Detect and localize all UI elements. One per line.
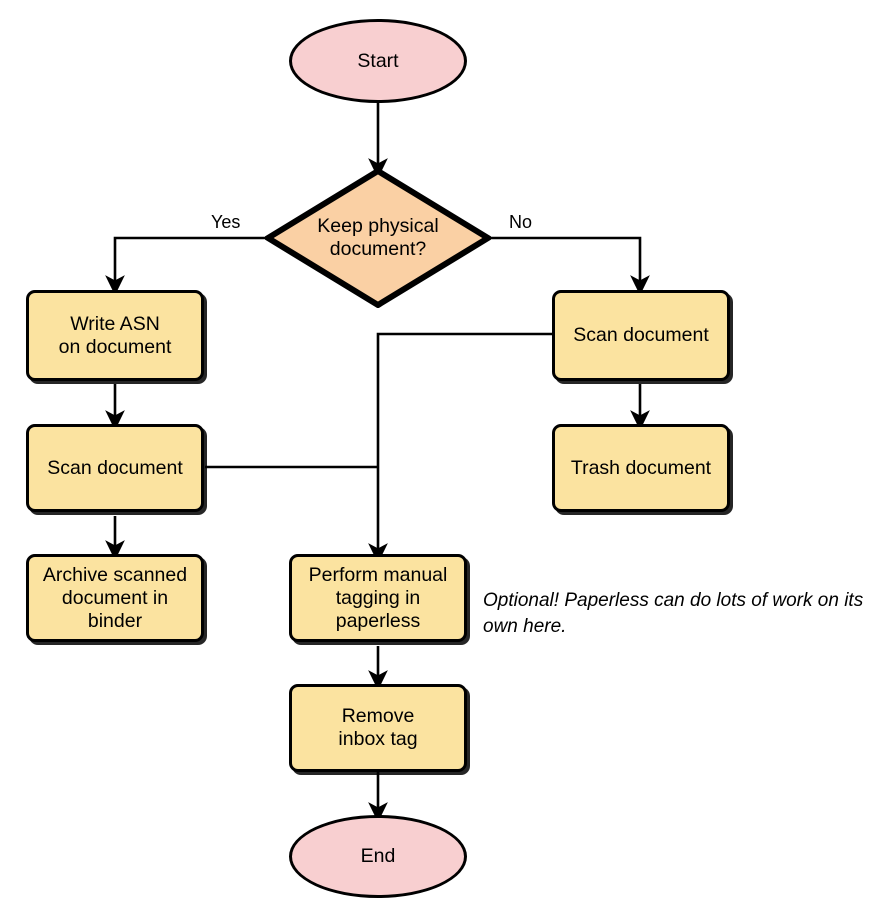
node-scan-document-right-label: Scan document <box>573 324 709 346</box>
edge-decision-to-scan-right <box>491 236 650 296</box>
node-scan-document-left-label: Scan document <box>47 456 183 479</box>
diamond-shape <box>265 168 491 308</box>
node-keep-physical-document-label: Keep physical document? <box>317 215 439 260</box>
node-archive-scanned-document-label: Archive scanned document in binder <box>42 563 188 632</box>
node-trash-document-label: Trash document <box>570 456 712 479</box>
edge-label-no: No <box>509 212 533 232</box>
node-remove-inbox-tag-label: Remove inbox tag <box>338 705 418 750</box>
node-start-label: Start <box>357 49 399 72</box>
node-write-asn-on-document[interactable]: Write ASN on document <box>26 290 204 381</box>
node-write-asn-on-document-label: Write ASN on document <box>58 312 172 358</box>
node-perform-manual-tagging-label: Perform manual tagging in paperless <box>308 563 448 632</box>
edge-decision-to-write-asn <box>105 236 265 296</box>
node-end-label: End <box>360 845 396 867</box>
node-archive-scanned-document[interactable]: Archive scanned document in binder <box>26 554 204 642</box>
node-perform-manual-tagging[interactable]: Perform manual tagging in paperless <box>289 554 467 642</box>
node-scan-document-left[interactable]: Scan document <box>26 424 204 512</box>
node-end[interactable]: End <box>289 815 467 898</box>
edge-label-yes: Yes <box>211 212 241 232</box>
edge-scan-right-to-junction <box>376 332 552 553</box>
optional-annotation: Optional! Paperless can do lots of work … <box>483 590 864 637</box>
node-keep-physical-document[interactable]: Keep physical document? <box>265 168 491 308</box>
node-remove-inbox-tag[interactable]: Remove inbox tag <box>289 684 467 772</box>
node-trash-document[interactable]: Trash document <box>552 424 730 512</box>
node-scan-document-right[interactable]: Scan document <box>552 290 730 381</box>
node-start[interactable]: Start <box>289 19 467 103</box>
